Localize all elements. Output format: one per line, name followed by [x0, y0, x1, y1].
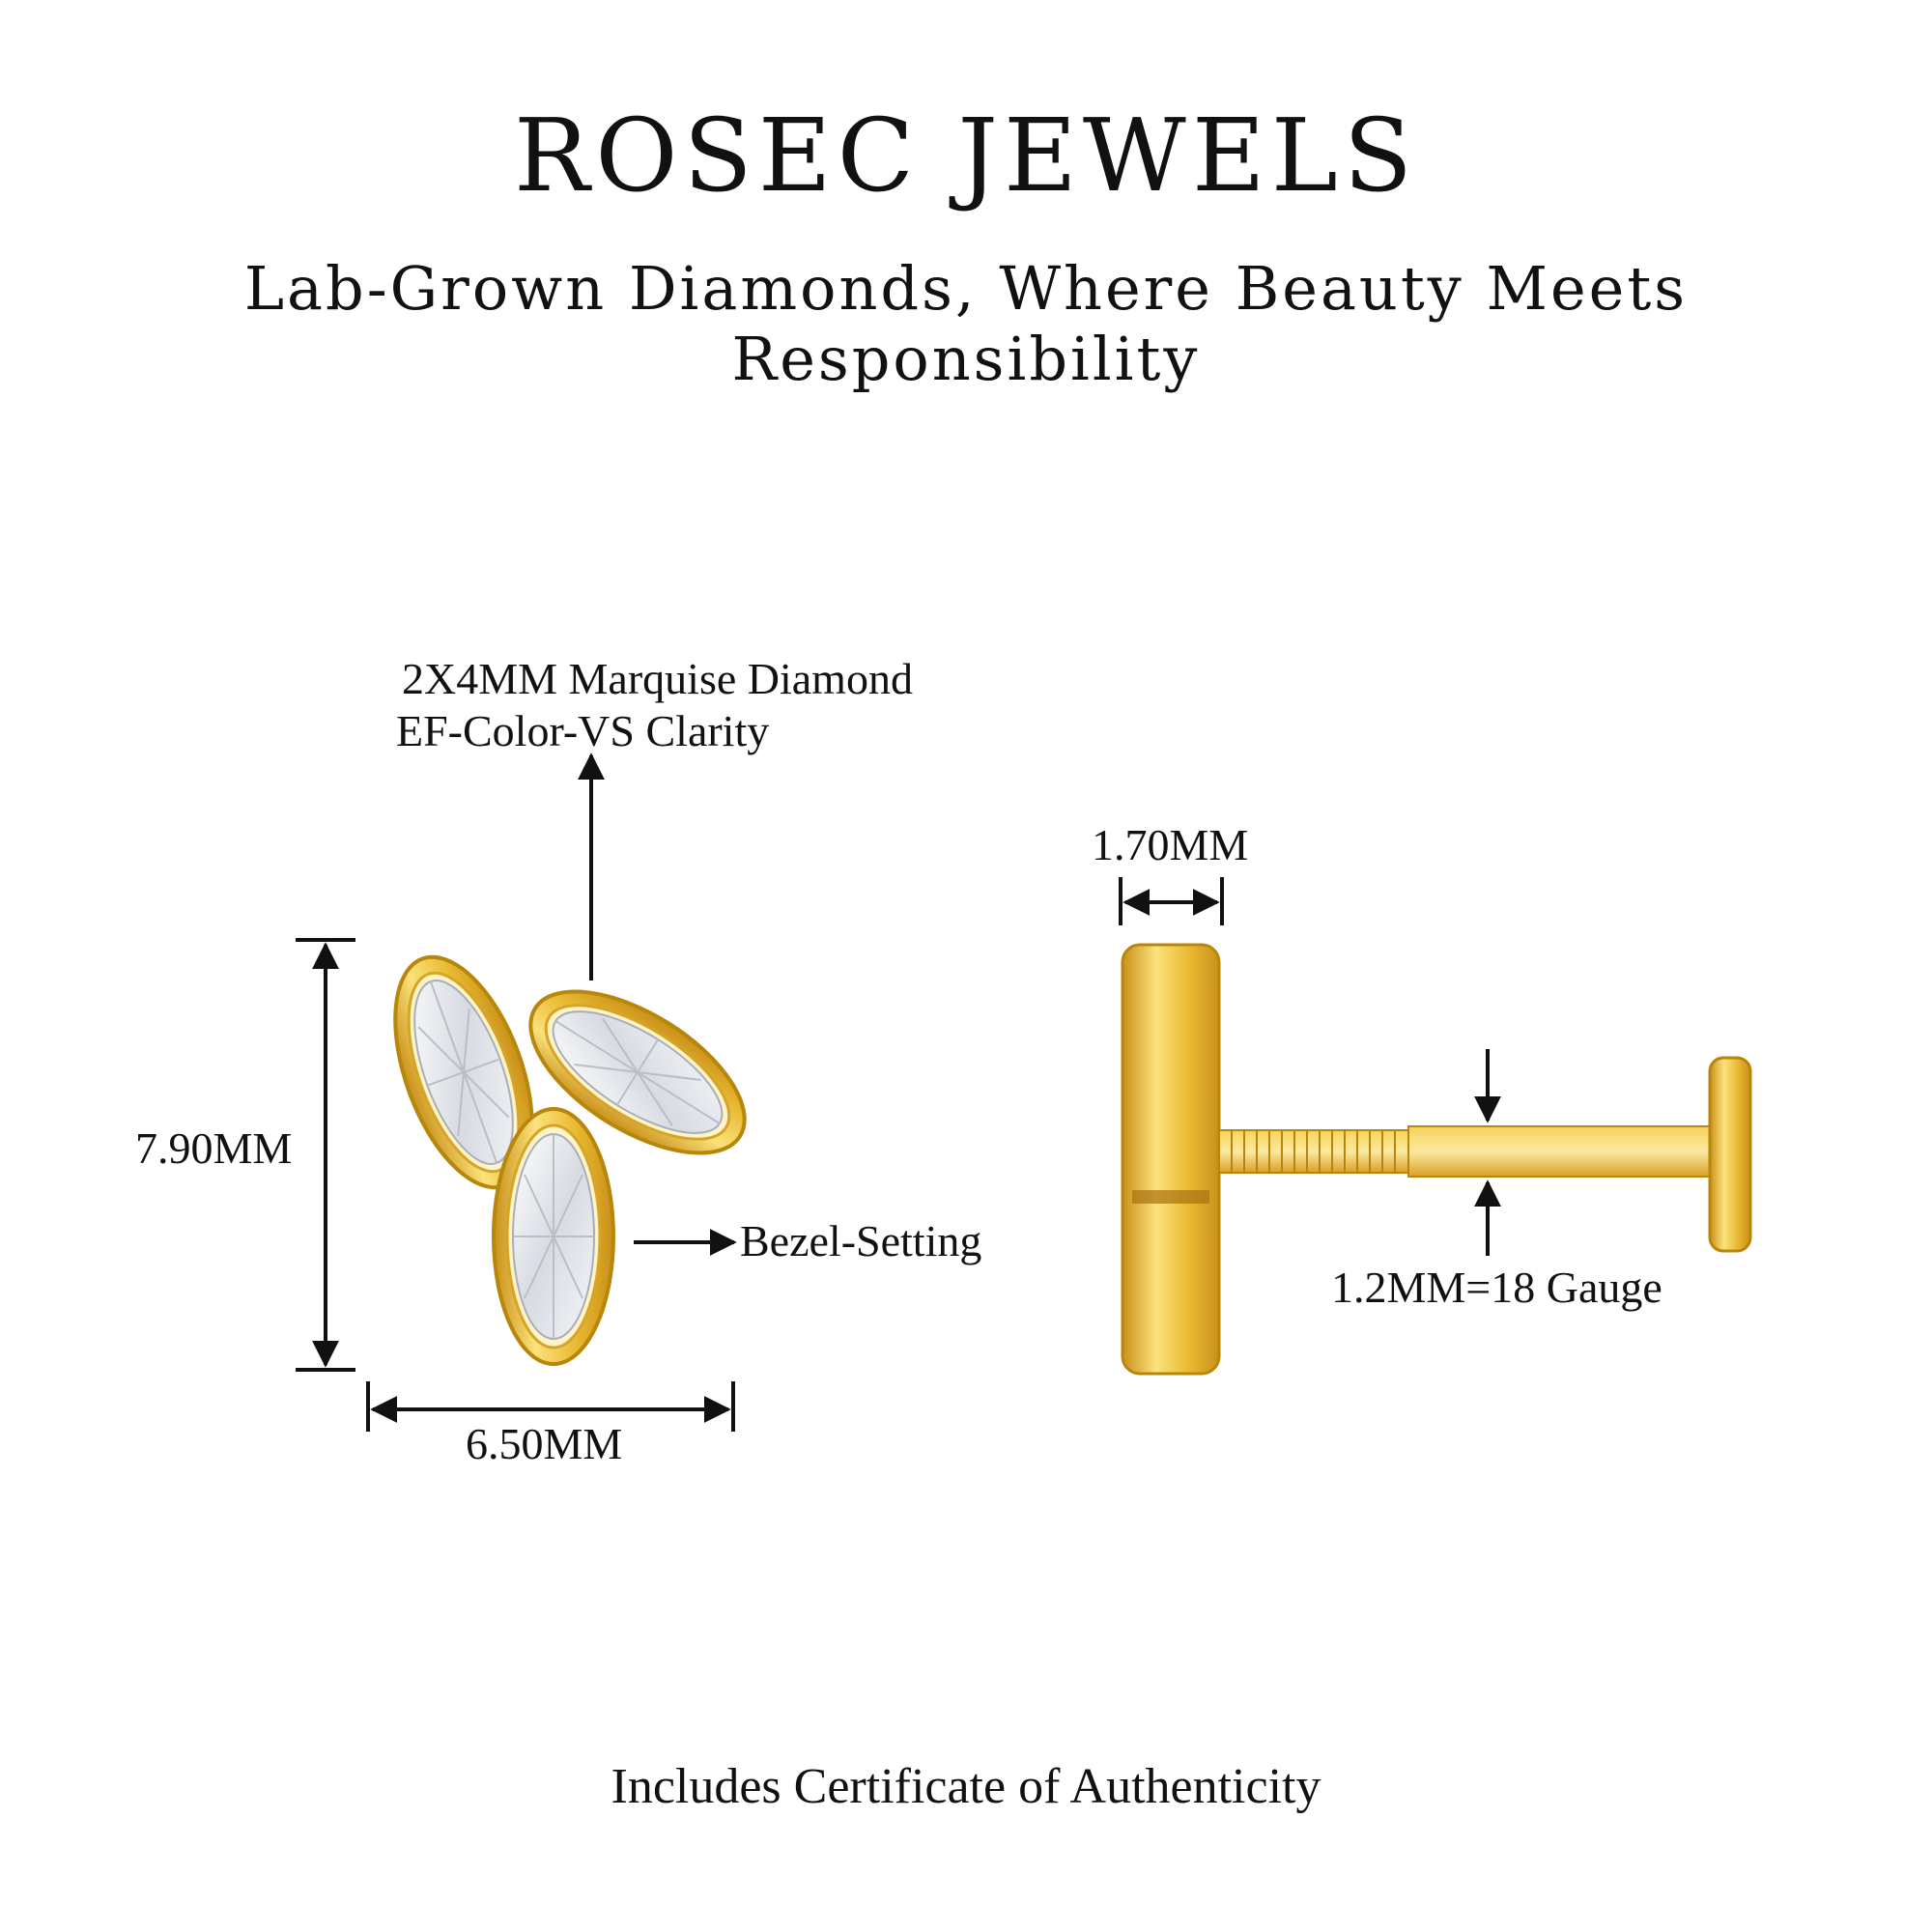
certificate-note: Includes Certificate of Authenticity [611, 1759, 1321, 1814]
thickness-dimension [1119, 877, 1224, 925]
height-label: 7.90MM [135, 1123, 293, 1173]
brand-tagline: Lab-Grown Diamonds, Where Beauty Meets R… [243, 253, 1689, 394]
stone-label-line1: 2X4MM Marquise Diamond [402, 654, 913, 703]
labret-side-view [1121, 943, 1752, 1376]
width-label: 6.50MM [466, 1419, 623, 1468]
marquise-stone-left [393, 954, 534, 1190]
marquise-stone-bottom [492, 1107, 615, 1366]
thickness-label: 1.70MM [1092, 820, 1249, 869]
width-dimension [366, 1381, 735, 1432]
brand-title: ROSEC JEWELS [513, 97, 1419, 214]
gauge-label: 1.2MM=18 Gauge [1331, 1263, 1662, 1312]
marquise-stone-right [528, 989, 747, 1155]
height-dimension [296, 938, 355, 1372]
bezel-setting-label: Bezel-Setting [740, 1216, 982, 1265]
stone-label-line2: EF-Color-VS Clarity [396, 706, 770, 755]
